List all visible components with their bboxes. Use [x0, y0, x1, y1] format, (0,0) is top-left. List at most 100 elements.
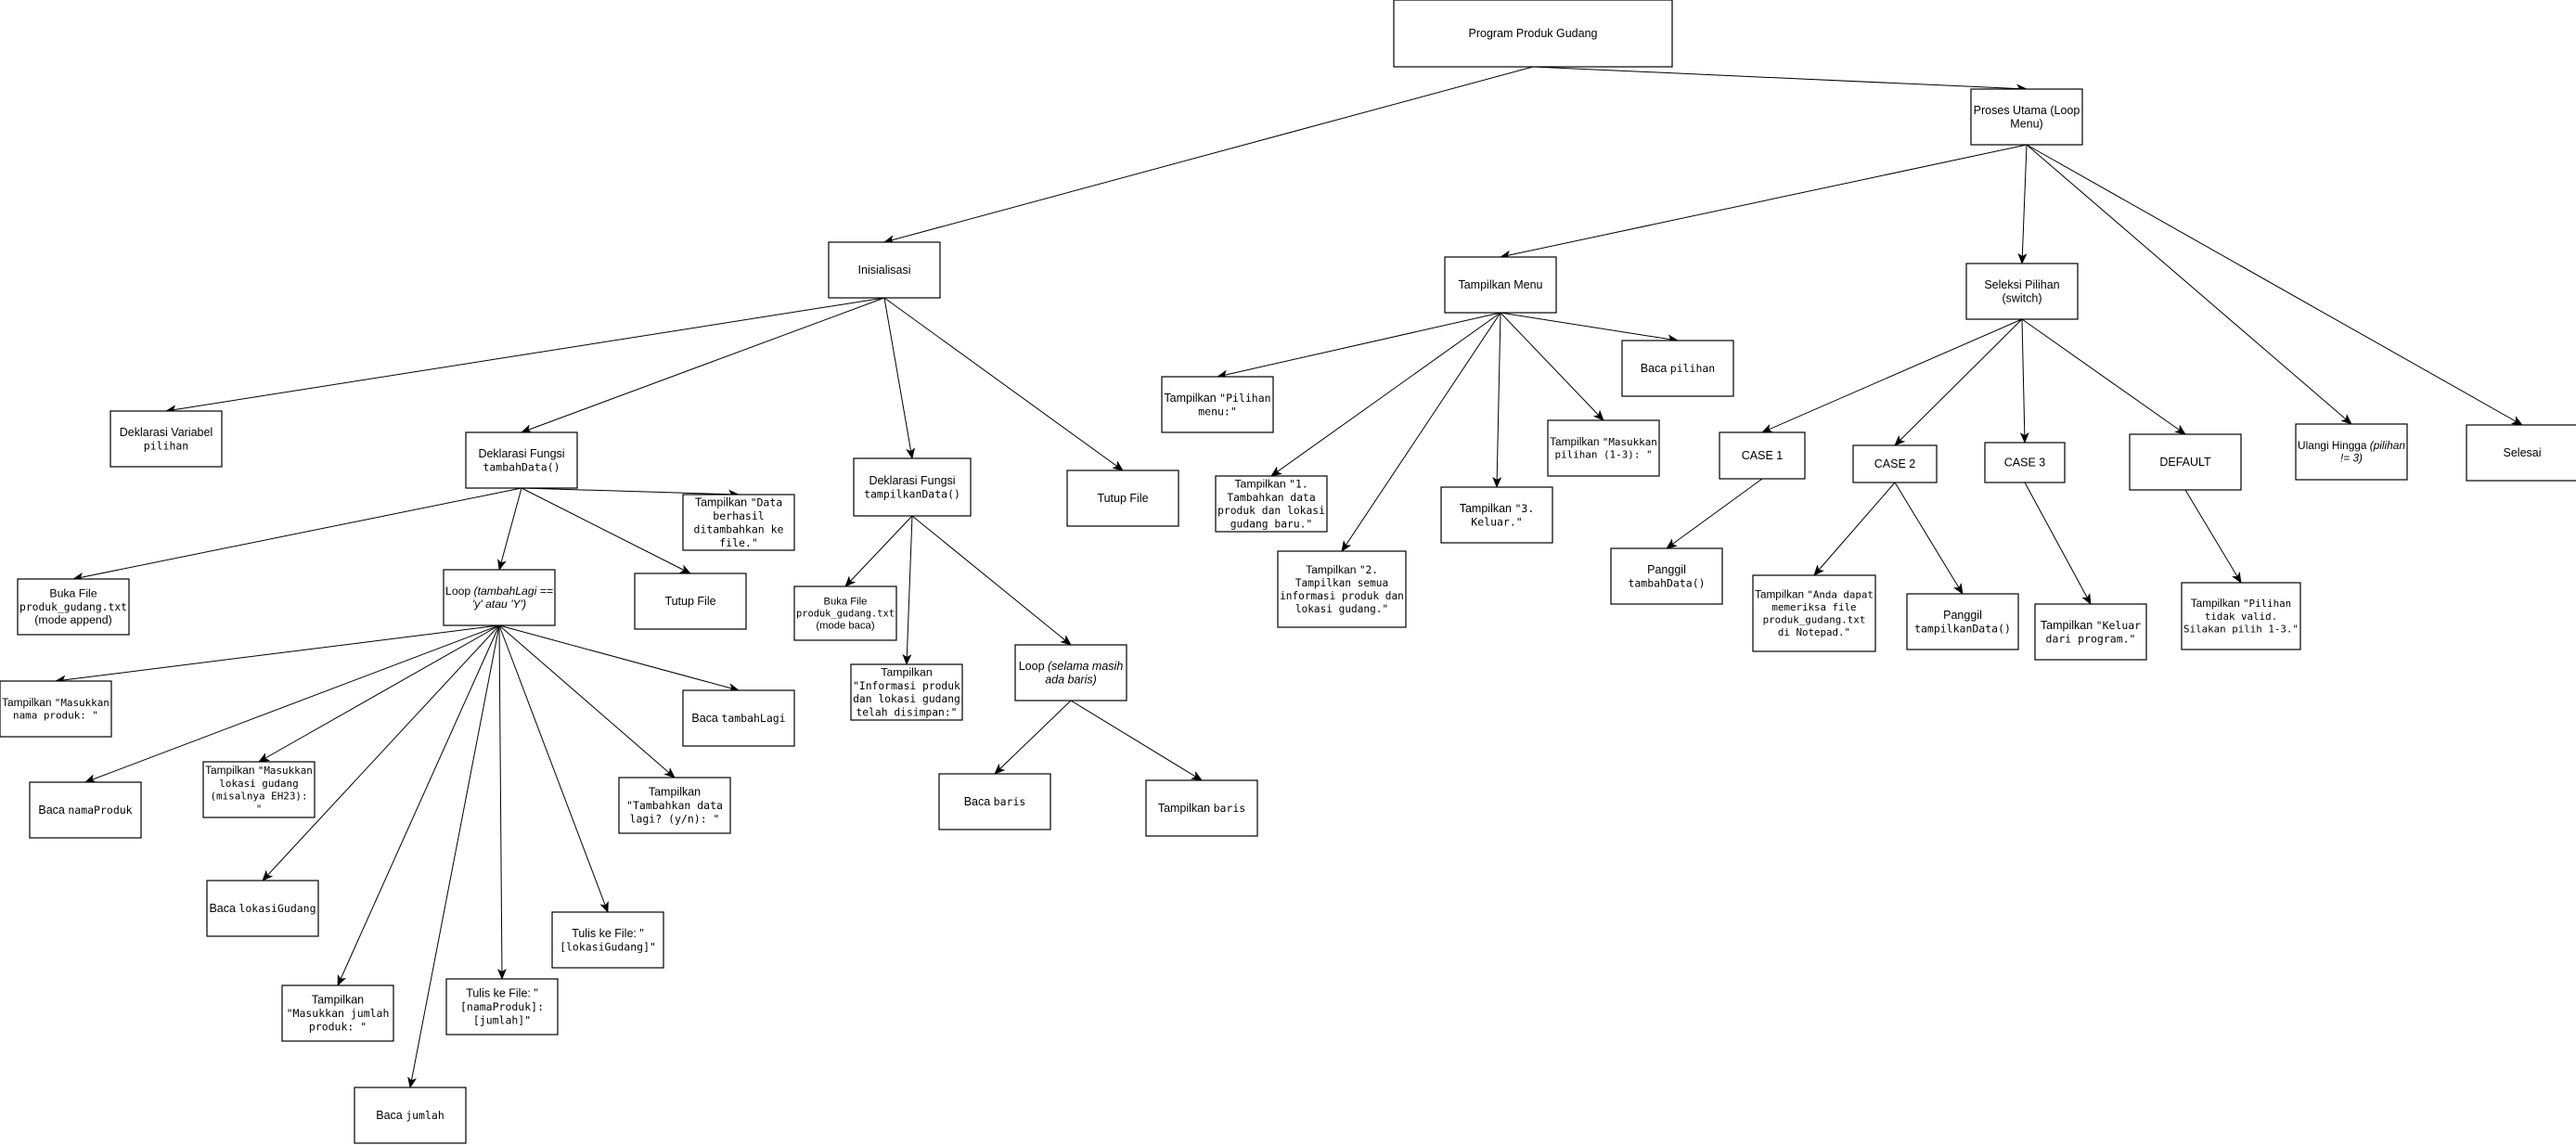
edge-loop-tambahlagi-to-baca-lokasigudang [262, 624, 500, 881]
node-box [618, 777, 731, 834]
node-label-line: 'y' atau 'Y') [472, 598, 526, 611]
edge-proses-utama-to-seleksi-pilihan [2017, 144, 2028, 264]
node-selesai: Selesai [2466, 424, 2576, 482]
node-label-segment: lokasi gudang." [1295, 603, 1388, 615]
node-label-segment: [jumlah]" [473, 1014, 531, 1027]
node-label: Tampilkan Menu [1458, 278, 1542, 291]
node-label-segment: produk: " [309, 1021, 367, 1034]
edge-case-2-to-tampilkan-anda-dapat [1813, 482, 1896, 576]
node-label-line: ada baris) [1045, 673, 1097, 686]
node-box [938, 773, 1051, 830]
node-label-line: informasi produk dan [1280, 590, 1404, 602]
edge-loop-tambahlagi-to-tampilkan-masukkan-lokasi [258, 624, 500, 763]
node-label-line: memeriksa file [1771, 601, 1856, 613]
node-label-segment: produk_gudang.txt [19, 600, 127, 613]
node-label-line: tampilkanData() [1914, 622, 2011, 635]
node-box [1440, 486, 1553, 544]
node-label-line: Baca namaProduk [38, 804, 132, 817]
node-box [1444, 256, 1557, 314]
node-tulis-lokasigudang: Tulis ke File: "[lokasiGudang]" [551, 911, 664, 969]
node-box [202, 761, 316, 818]
node-label-line: " [256, 803, 263, 815]
node-label-segment: pilihan [144, 439, 188, 452]
node-label-line: pilihan [144, 439, 188, 452]
node-box [2034, 603, 2147, 661]
node-label-line: tambahData() [483, 460, 560, 473]
node-box [1965, 263, 2079, 320]
node-box [1852, 444, 1938, 483]
node-label-segment: Panggil [1943, 609, 1982, 622]
node-box [17, 578, 130, 636]
node-label-line: Tampilkan "3. [1460, 502, 1535, 515]
node-label-line: != 3) [2340, 452, 2363, 465]
node-label-segment: informasi produk dan [1280, 590, 1404, 602]
edge-inisialisasi-to-deklarasi-tambahdata [521, 297, 885, 433]
node-label-line: Baca pilihan [1641, 362, 1715, 375]
node-label-segment: Panggil [1647, 563, 1686, 576]
node-label-segment: dari program." [2046, 632, 2136, 645]
node-case-3: CASE 3 [1984, 442, 2066, 483]
edge-case-3-to-tampilkan-keluar [2024, 482, 2092, 605]
edge-deklarasi-tambahdata-to-tutup-file-tambah [521, 487, 691, 574]
node-label-segment: Baca [1641, 362, 1670, 375]
node-label-segment: 'y' atau 'Y') [472, 598, 526, 611]
node-baca-baris: Baca baris [938, 773, 1051, 830]
node-box [1719, 431, 1806, 480]
node-label: Baca jumlah [376, 1109, 444, 1122]
node-box [682, 494, 795, 551]
node-box [1970, 88, 2083, 146]
node-label-segment: (mode baca) [816, 621, 874, 632]
node-box [828, 241, 941, 299]
node-label-segment: lagi? (y/n): " [630, 813, 720, 826]
node-label-segment: DEFAULT [2159, 456, 2211, 469]
node-label: Baca namaProduk [38, 804, 132, 817]
edge-tampilkan-menu-to-baca-pilihan [1500, 312, 1679, 344]
node-label-segment: "Masukkan [55, 697, 109, 709]
node-label-segment: Tampilkan [2041, 619, 2096, 632]
node-label-segment: Tampilkan [1306, 563, 1359, 576]
node-label-segment: "2. [1359, 564, 1378, 576]
node-label-segment: "3. [1514, 502, 1534, 515]
node-label-segment: Tambahkan data [1227, 491, 1315, 504]
node-box [2295, 423, 2408, 481]
node-label-segment: Loop [1019, 660, 1048, 673]
node-box [29, 781, 142, 839]
node-label-line: Selesai [2504, 446, 2542, 459]
node-label-segment: lokasi gudang [219, 778, 298, 790]
node-box [1906, 593, 2019, 650]
node-box [2129, 433, 2242, 491]
node-label-segment: dan lokasi gudang [853, 692, 960, 705]
node-label-line: dan lokasi gudang [853, 692, 960, 705]
node-label-line: Tampilkan "Anda dapat [1755, 588, 1874, 600]
node-label-line: Silakan pilih 1-3." [2183, 623, 2299, 635]
edge-loop-tambahlagi-to-tulis-lokasigudang [498, 624, 609, 913]
node-label-segment: baris [994, 795, 1026, 808]
node-box [281, 984, 394, 1042]
node-label-line: Baca baris [964, 795, 1026, 808]
node-label-segment: tampilkanData() [1914, 622, 2011, 635]
node-box [1161, 376, 1274, 433]
node-label-line: Inisialisasi [858, 264, 911, 277]
node-case-1: CASE 1 [1719, 431, 1806, 480]
node-box [1393, 0, 1673, 68]
node-box [1984, 442, 2066, 483]
node-label-segment: Tulis ke File: " [466, 987, 538, 1000]
node-label-segment: pilihan [1670, 362, 1715, 375]
node-label-segment: menu:" [1198, 405, 1237, 418]
node-label-segment: " [256, 803, 263, 815]
node-label: Baca pilihan [1641, 362, 1715, 375]
node-tutup-file-init: Tutup File [1066, 470, 1179, 527]
edge-tampilkan-menu-to-tampilkan-3 [1492, 312, 1502, 488]
node-label-line: Tampilkan "Masukkan [1550, 435, 1657, 448]
edge-case-2-to-panggil-tampilkandata [1894, 482, 1964, 595]
node-label-segment: [lokasiGudang]" [560, 940, 656, 953]
node-label-segment: Tampilkan Menu [1458, 278, 1542, 291]
